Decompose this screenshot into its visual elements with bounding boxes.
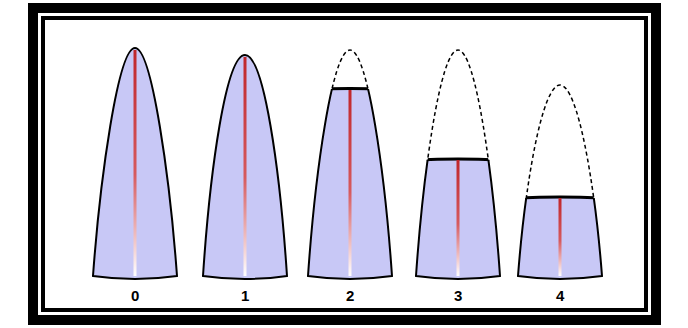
lost-enamel-outline xyxy=(308,50,392,91)
pulp-canal xyxy=(349,90,352,276)
tooth-shape xyxy=(203,55,287,279)
tooth-shape xyxy=(308,50,392,279)
pulp-canal xyxy=(457,160,460,276)
pulp-canal xyxy=(134,50,137,276)
stage-number: 3 xyxy=(454,288,462,303)
stage-number: 4 xyxy=(556,288,564,303)
tooth-shape xyxy=(93,48,177,279)
frame-ground xyxy=(45,20,644,308)
frame-outer xyxy=(28,3,661,325)
lost-enamel-outline xyxy=(416,50,500,161)
pulp-canal xyxy=(244,57,247,276)
tooth-shape xyxy=(416,50,500,279)
lost-enamel-outline xyxy=(518,85,602,199)
stage-number: 2 xyxy=(346,288,354,303)
frame-inner xyxy=(41,16,648,312)
frame-stripe xyxy=(38,13,651,315)
stage-number: 1 xyxy=(241,288,249,303)
stage-number: 0 xyxy=(131,288,139,303)
pulp-canal xyxy=(559,198,562,276)
tooth-shape xyxy=(518,85,602,279)
